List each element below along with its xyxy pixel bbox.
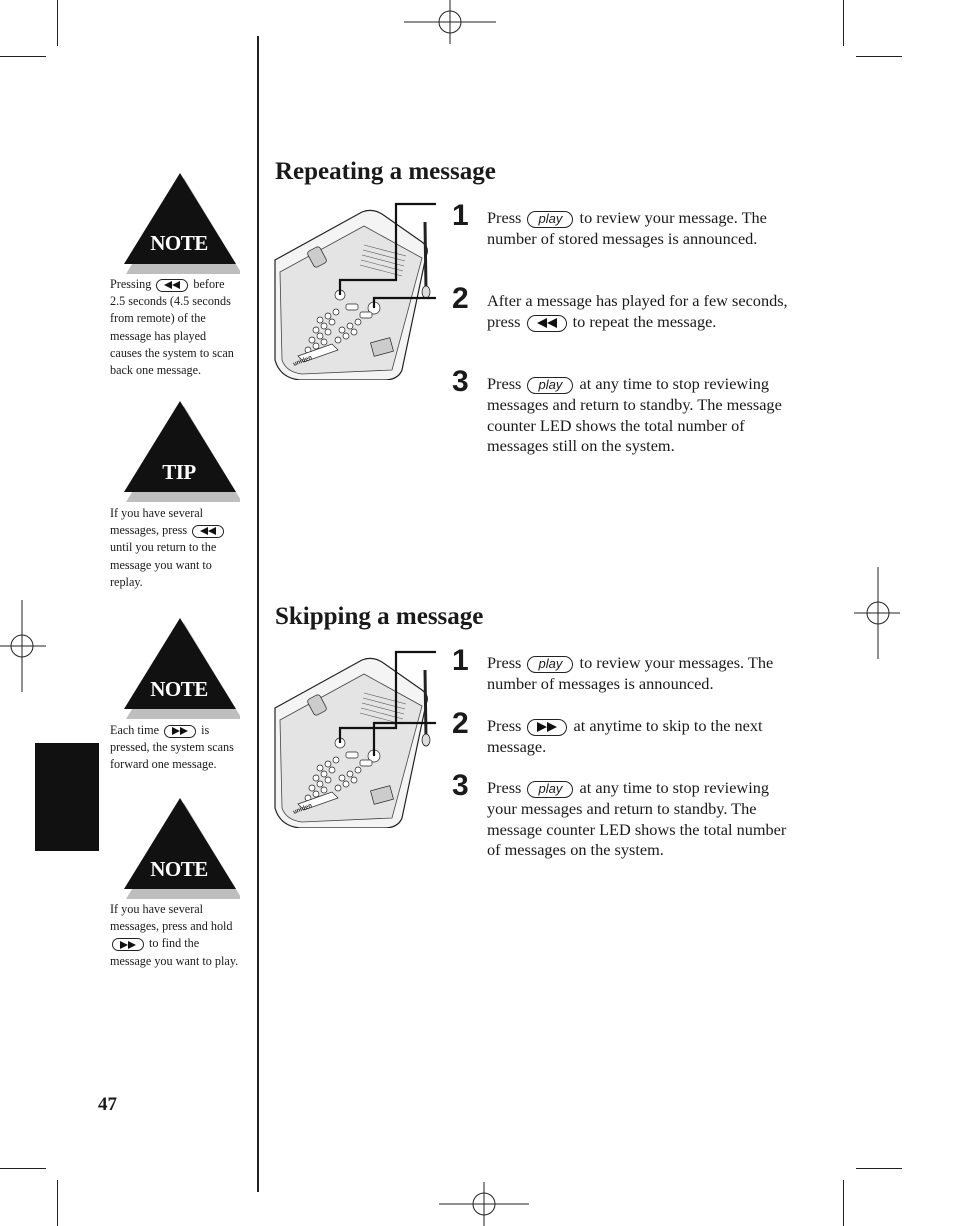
fast-forward-icon xyxy=(527,718,568,736)
registration-mark-icon xyxy=(404,0,496,44)
play-button-icon: play xyxy=(527,780,574,798)
note-badge-icon xyxy=(124,618,240,719)
column-divider xyxy=(257,36,259,1192)
crop-mark xyxy=(843,0,844,46)
note-badge-icon xyxy=(124,798,240,899)
rewind-icon xyxy=(526,314,567,332)
tip-text: If you have several messages, press unti… xyxy=(110,505,240,591)
registration-mark-icon xyxy=(439,1182,529,1226)
page-number: 47 xyxy=(98,1094,117,1115)
note-label: NOTE xyxy=(150,677,208,701)
chapter-tab xyxy=(35,743,99,851)
step-text: After a message has played for a few sec… xyxy=(487,291,788,332)
step-number: 1 xyxy=(452,644,469,677)
fast-forward-icon xyxy=(164,724,197,738)
tip-badge-icon xyxy=(124,401,240,502)
crop-mark xyxy=(856,56,902,57)
tip-label: TIP xyxy=(162,460,196,484)
note-badge-icon xyxy=(124,173,240,274)
rewind-icon xyxy=(156,278,189,292)
step-number: 2 xyxy=(452,282,469,315)
step-text: Press play at any time to stop reviewing… xyxy=(487,374,782,456)
note-text: If you have several messages, press and … xyxy=(110,902,239,968)
step-number: 3 xyxy=(452,365,469,398)
step-text: Press play to review your message. The n… xyxy=(487,208,767,248)
registration-mark-icon xyxy=(854,567,900,659)
rewind-icon xyxy=(192,524,225,538)
section-title: Skipping a message xyxy=(275,603,484,630)
play-button-icon: play xyxy=(527,655,574,673)
note-text: Each time is pressed, the system scans f… xyxy=(110,723,234,772)
step-number: 1 xyxy=(452,199,469,232)
section-title: Repeating a message xyxy=(275,158,496,185)
crop-mark xyxy=(0,56,46,57)
crop-mark xyxy=(0,1168,46,1169)
crop-mark xyxy=(843,1180,844,1226)
step-text: Press at anytime to skip to the next mes… xyxy=(487,716,763,756)
answering-machine-illustration: uniden xyxy=(274,650,436,828)
fast-forward-icon xyxy=(112,938,144,952)
answering-machine-illustration: uniden xyxy=(274,202,436,380)
note-label: NOTE xyxy=(150,231,208,255)
play-button-icon: play xyxy=(527,210,574,228)
step-text: Press play at any time to stop reviewing… xyxy=(487,778,787,860)
step-text: Press play to review your messages. The … xyxy=(487,653,774,693)
step-number: 2 xyxy=(452,707,469,740)
registration-mark-icon xyxy=(0,600,46,692)
crop-mark xyxy=(57,1180,58,1226)
note-text: Pressing before 2.5 seconds (4.5 seconds… xyxy=(110,277,234,378)
note-label: NOTE xyxy=(150,857,208,881)
crop-mark xyxy=(57,0,58,46)
play-button-icon: play xyxy=(527,376,574,394)
crop-mark xyxy=(856,1168,902,1169)
step-number: 3 xyxy=(452,769,469,802)
